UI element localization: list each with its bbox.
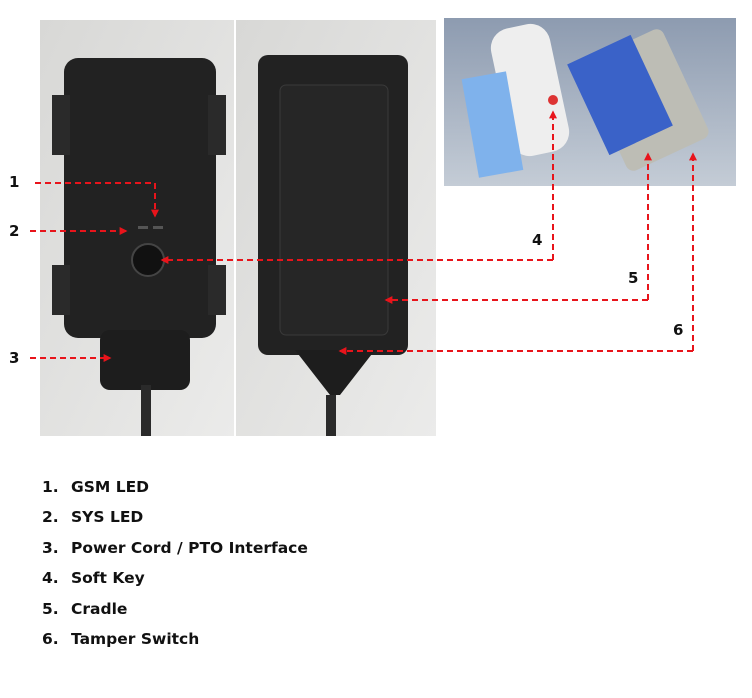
legend-number: 5. — [42, 599, 59, 618]
callout-label-4: 4 — [532, 231, 543, 249]
legend-item: 1. GSM LED — [42, 478, 308, 508]
legend-label: Cradle — [71, 599, 128, 618]
legend-label: Soft Key — [71, 569, 145, 588]
legend-item: 5. Cradle — [42, 600, 308, 630]
legend-number: 3. — [42, 538, 59, 557]
legend-number: 6. — [42, 629, 59, 648]
legend-label: SYS LED — [71, 508, 144, 527]
legend-list: 1. GSM LED 2. SYS LED 3. Power Cord / PTO I… — [42, 478, 308, 660]
callout-label-2: 2 — [9, 222, 20, 240]
legend-number: 1. — [42, 478, 59, 496]
callout-arrow-1 — [35, 182, 159, 218]
legend-label: Tamper Switch — [71, 629, 200, 648]
callout-label-5: 5 — [628, 269, 639, 287]
callout-label-6: 6 — [673, 321, 684, 339]
legend-item: 6. Tamper Switch — [42, 630, 308, 660]
legend-item: 2. SYS LED — [42, 508, 308, 538]
device-back-photo — [236, 20, 436, 436]
legend-number: 2. — [42, 508, 59, 527]
legend-label: Power Cord / PTO Interface — [71, 538, 308, 557]
callout-label-1: 1 — [9, 173, 20, 191]
device-diagram — [30, 18, 736, 436]
cradle-render-image — [444, 18, 736, 186]
callout-label-3: 3 — [9, 349, 20, 367]
device-front-photo — [40, 20, 234, 436]
legend-number: 4. — [42, 569, 59, 588]
legend-item: 4. Soft Key — [42, 569, 308, 599]
legend-item: 3. Power Cord / PTO Interface — [42, 539, 308, 569]
legend-label: GSM LED — [71, 478, 150, 496]
